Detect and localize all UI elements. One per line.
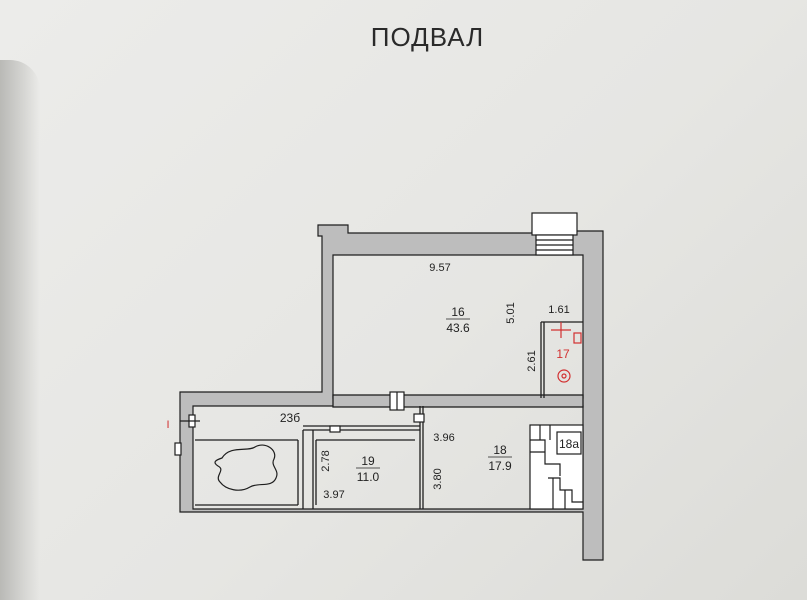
dimension-label: 3.97 [323,489,344,501]
door-marks [174,391,425,456]
room-label-23b: 23б [280,411,300,425]
partitions [195,321,584,509]
dimension-label: 2.78 [320,450,332,471]
plumbing-symbols [551,322,582,383]
svg-text:17.9: 17.9 [488,459,512,473]
svg-text:18: 18 [493,443,507,457]
paper-edge-shadow [0,60,40,600]
room-label-18a: 18а [559,437,579,451]
section-marker: I [166,419,169,431]
dimension-label: 3.80 [432,468,444,489]
dimension-label: 2.61 [526,350,538,371]
svg-text:16: 16 [451,305,465,319]
dimension-label: 5.01 [505,302,517,323]
room-label-19: 19 11.0 [356,454,380,484]
dimension-label: 1.61 [548,304,569,316]
svg-text:43.6: 43.6 [446,321,470,335]
room-label-17: 17 [556,347,570,361]
pool-shape [214,444,278,491]
room-label-16: 16 43.6 [446,305,470,335]
dimension-label: 3.96 [433,432,454,444]
svg-text:11.0: 11.0 [357,470,380,484]
svg-text:19: 19 [361,454,375,468]
page-title: ПОДВАЛ [370,22,485,52]
stair-18a [529,424,584,510]
dimension-label: 9.57 [429,262,450,274]
top-entrance-stair [531,212,578,256]
room-label-18: 18 17.9 [488,443,512,473]
